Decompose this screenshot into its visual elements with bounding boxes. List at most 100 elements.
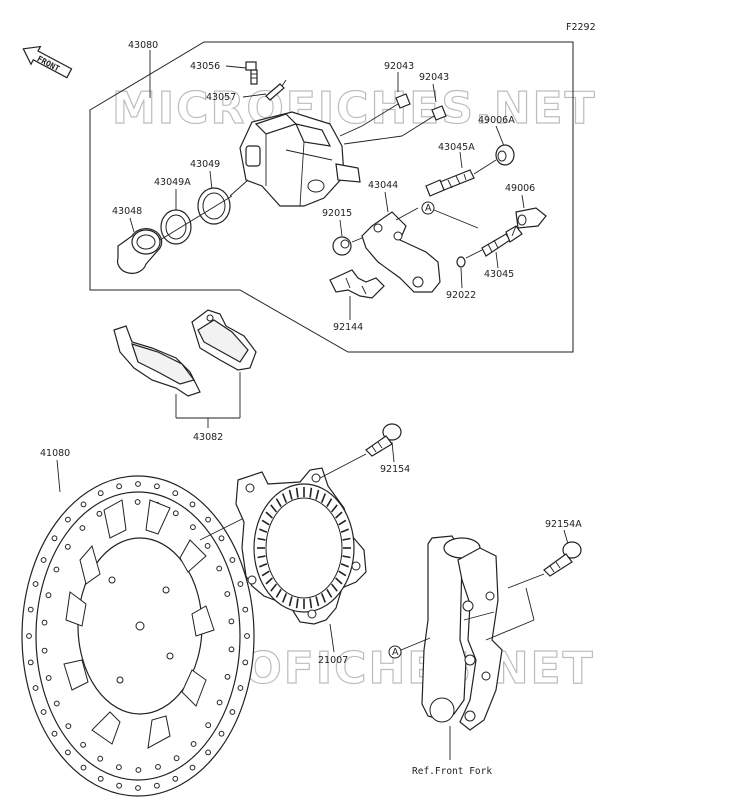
sensor-ring-tooth [261, 570, 270, 577]
label-43057: 43057 [206, 92, 236, 103]
disc-perforation [173, 755, 180, 762]
disc-perforation [216, 565, 223, 572]
sensor-ring-tooth [275, 588, 282, 598]
disc-perforation [64, 543, 71, 550]
sensor-ring-tooth [257, 555, 266, 559]
sensor-ring-tooth [309, 598, 313, 609]
label-43049A: 43049A [154, 177, 191, 188]
disc-perforation [205, 516, 212, 523]
sensor-ring-tooth [295, 598, 299, 609]
collar-92015 [332, 236, 352, 256]
disc-perforation [229, 709, 236, 715]
disc-perforation [205, 722, 212, 729]
bolt-92154A [543, 541, 582, 577]
label-43082: 43082 [193, 432, 223, 443]
disc-perforation [228, 618, 235, 625]
sensor-ring-tooth [338, 519, 347, 526]
label-43048: 43048 [112, 206, 142, 217]
label-41080: 41080 [40, 448, 70, 459]
bleeder-cap-43057 [265, 79, 287, 101]
disc-perforation [204, 543, 211, 549]
disc-perforation [135, 481, 141, 487]
disc-perforation [155, 764, 161, 770]
sensor-ring-tooth [281, 593, 288, 603]
label-49006A: 49006A [478, 115, 515, 126]
pad-pin-92043-a [361, 93, 411, 127]
disc-perforation [51, 730, 58, 737]
disc-perforation [218, 730, 225, 737]
sensor-rotor-21007 [235, 467, 367, 625]
disc-perforation [237, 685, 244, 691]
sensor-ring-tooth [261, 519, 270, 526]
sensor-ring-tooth [335, 577, 343, 585]
disc-perforation [79, 525, 86, 531]
seal-43049 [197, 187, 231, 225]
disc-perforation [32, 581, 39, 587]
label-43080: 43080 [128, 40, 158, 51]
label-92043-b: 92043 [419, 72, 449, 83]
disc-perforation [41, 619, 48, 626]
disc-perforation [65, 723, 72, 729]
disc-perforation [134, 499, 141, 505]
disc-perforation [32, 685, 39, 691]
disc-perforation [80, 764, 87, 771]
disc-perforation [172, 775, 179, 782]
callout-a-lower-label: A [392, 647, 399, 658]
disc-perforation [228, 646, 235, 653]
disc-perforation [237, 581, 244, 587]
seal-43049A [160, 209, 192, 245]
piston-43048 [116, 228, 163, 274]
sensor-ring-tooth [265, 511, 273, 519]
disc-perforation [40, 709, 47, 715]
sensor-ring-tooth [315, 489, 320, 500]
disc-perforation [154, 483, 160, 490]
disc-perforation [135, 767, 142, 773]
disc-perforation [97, 755, 104, 762]
disc-perforation [97, 775, 104, 782]
disc-perforation [65, 516, 71, 523]
disc-perforation [45, 592, 52, 599]
sensor-ring-tooth [288, 489, 293, 500]
disc-perforation [26, 633, 32, 639]
label-92022: 92022 [446, 290, 476, 301]
sensor-ring-tooth [342, 555, 351, 559]
label-92144: 92144 [333, 322, 363, 333]
disc-perforation [190, 524, 196, 531]
disc-perforation [229, 557, 236, 563]
label-49006: 49006 [505, 183, 535, 194]
disc-perforation [224, 673, 231, 680]
bolt-92154 [365, 423, 402, 457]
disc-perforation [172, 490, 179, 497]
front-arrow-icon: FRONT [22, 45, 73, 79]
disc-perforation [96, 510, 103, 517]
sensor-ring-tooth [265, 577, 273, 585]
ref-front-fork-label: Ref.Front Fork [412, 766, 492, 777]
disc-perforation [224, 591, 231, 597]
sensor-ring-tooth [270, 583, 278, 592]
front-fork [421, 535, 503, 731]
label-92154: 92154 [380, 464, 410, 475]
label-92015: 92015 [322, 208, 352, 219]
sensor-ring-tooth [335, 511, 343, 519]
disc-perforation [65, 749, 71, 756]
sensor-ring-tooth [340, 528, 350, 533]
washer-92022 [456, 256, 466, 268]
sensor-ring-tooth [257, 537, 266, 541]
disc-perforation [172, 510, 179, 517]
disc-perforation [97, 490, 104, 497]
disc-perforation [27, 606, 34, 613]
disc-perforation [190, 741, 197, 747]
disc-perforation [45, 675, 52, 681]
sensor-ring-tooth [330, 504, 338, 513]
disc-perforation [189, 501, 196, 508]
disc-perforation [244, 633, 250, 639]
brake-pad-right [191, 309, 257, 371]
boot-49006 [515, 207, 547, 229]
sensor-ring-tooth [340, 563, 350, 568]
label-43045: 43045 [484, 269, 514, 280]
caliper-body [239, 111, 361, 207]
disc-perforation [116, 782, 122, 789]
caliper-bracket-43044 [361, 211, 441, 293]
sensor-ring-tooth [320, 493, 327, 503]
